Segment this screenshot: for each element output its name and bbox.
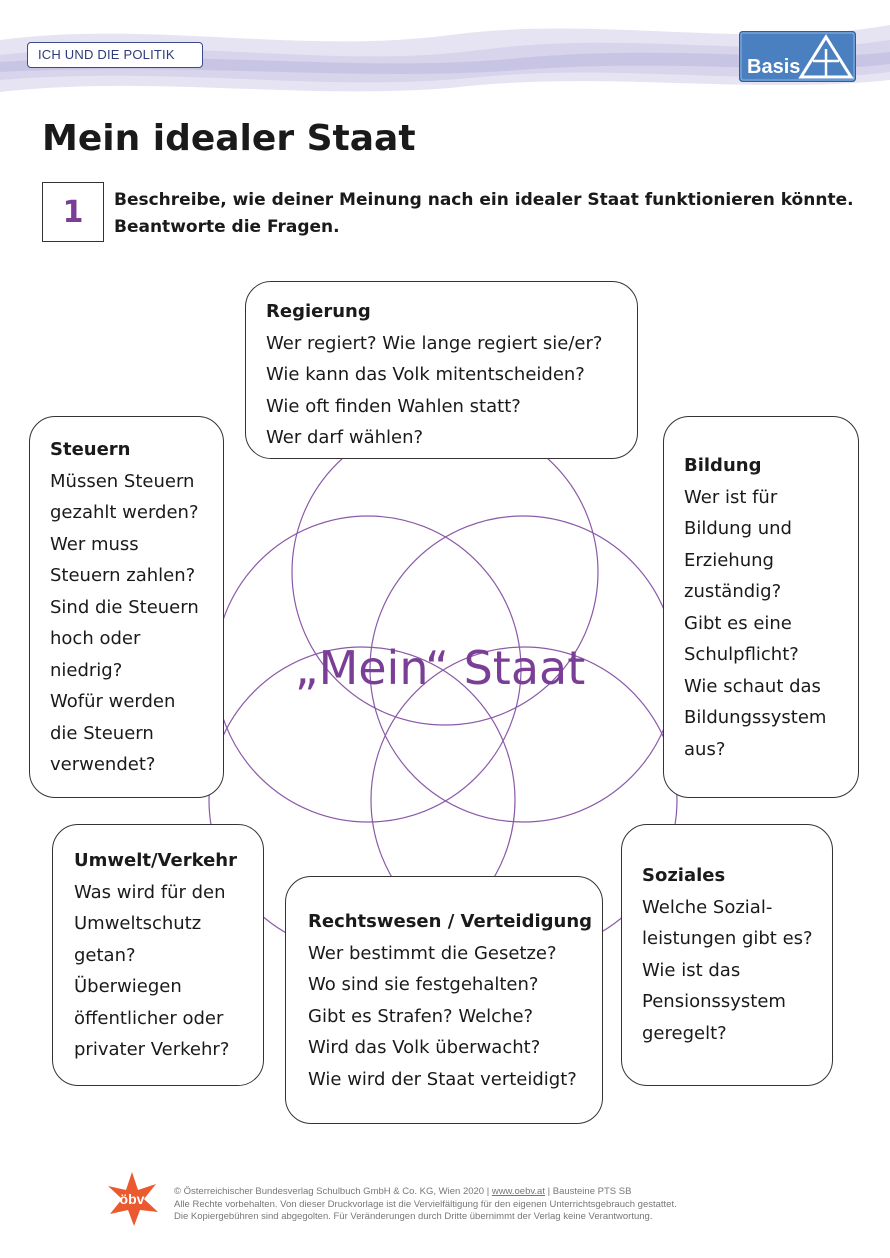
box-question: die Steuern bbox=[50, 722, 154, 744]
box-question: Wofür werden bbox=[50, 691, 176, 712]
footer-copyright-text: © Österreichischer Bundesverlag Schulbuc… bbox=[174, 1186, 492, 1197]
basis-logo: Basis bbox=[739, 31, 856, 82]
box-question: Wird das Volk überwacht? bbox=[308, 1037, 541, 1058]
box-soziales: Soziales Welche Sozial- leistungen gibt … bbox=[621, 824, 833, 1086]
box-question: zuständig? bbox=[684, 581, 782, 602]
box-question: Wie oft finden Wahlen statt? bbox=[266, 395, 521, 417]
box-question: Bildungssystem bbox=[684, 707, 827, 728]
box-question: Wer regiert? Wie lange regiert sie/er? bbox=[266, 332, 603, 354]
box-question: Was wird für den bbox=[74, 881, 226, 903]
box-question: Steuern zahlen? bbox=[50, 565, 196, 586]
box-question: gezahlt werden? bbox=[50, 502, 199, 523]
box-question: Schulpflicht? bbox=[684, 644, 799, 665]
box-regierung: Regierung Wer regiert? Wie lange regiert… bbox=[245, 281, 638, 459]
box-question: Wie wird der Staat verteidigt? bbox=[308, 1068, 577, 1090]
footer-line-2: Alle Rechte vorbehalten. Von dieser Druc… bbox=[174, 1198, 677, 1210]
task-line: Beantworte die Fragen. bbox=[114, 217, 340, 237]
footer-series-text: | Bausteine PTS SB bbox=[544, 1186, 632, 1197]
box-heading: Bildung bbox=[684, 455, 762, 476]
box-heading: Rechtswesen / Verteidigung bbox=[308, 911, 593, 932]
box-question: Umweltschutz bbox=[74, 913, 202, 934]
box-question: Wie kann das Volk mitentscheiden? bbox=[266, 364, 585, 385]
topic-label: ICH UND DIE POLITIK bbox=[27, 42, 203, 68]
footer-copyright: © Österreichischer Bundesverlag Schulbuc… bbox=[174, 1186, 874, 1224]
oebv-logo: öbv bbox=[108, 1172, 158, 1226]
box-steuern: Steuern Müssen Steuern gezahlt werden? W… bbox=[29, 416, 224, 798]
box-question: Wer darf wählen? bbox=[266, 427, 424, 448]
footer-line-1: © Österreichischer Bundesverlag Schulbuc… bbox=[174, 1186, 874, 1199]
box-question: geregelt? bbox=[642, 1022, 727, 1044]
box-question: Überwiegen bbox=[74, 976, 182, 997]
task-line: Beschreibe, wie deiner Meinung nach ein … bbox=[114, 190, 854, 210]
box-question: Wer bestimmt die Gesetze? bbox=[308, 942, 557, 964]
box-heading: Regierung bbox=[266, 301, 371, 322]
box-question: Welche Sozial- bbox=[642, 896, 773, 918]
task-instruction: Beschreibe, wie deiner Meinung nach ein … bbox=[114, 187, 854, 241]
box-question: hoch oder bbox=[50, 628, 141, 649]
box-question: getan? bbox=[74, 944, 136, 966]
box-question: Erziehung bbox=[684, 549, 774, 571]
footer-line-3: Die Kopiergebühren sind abgegolten. Für … bbox=[174, 1211, 653, 1222]
box-question: niedrig? bbox=[50, 659, 123, 681]
box-question: Wie ist das bbox=[642, 959, 741, 981]
box-bildung: Bildung Wer ist für Bildung und Erziehun… bbox=[663, 416, 859, 798]
task-number: 1 bbox=[42, 182, 104, 242]
box-question: Wer muss bbox=[50, 533, 139, 555]
box-question: Wo sind sie festgehalten? bbox=[308, 974, 539, 995]
box-question: Bildung und bbox=[684, 518, 792, 539]
box-heading: Soziales bbox=[642, 865, 726, 886]
box-question: Wie schaut das bbox=[684, 675, 821, 697]
box-question: aus? bbox=[684, 738, 726, 760]
box-rechtswesen-verteidigung: Rechtswesen / Verteidigung Wer bestimmt … bbox=[285, 876, 603, 1124]
box-question: Müssen Steuern bbox=[50, 470, 195, 492]
box-question: Gibt es Strafen? Welche? bbox=[308, 1005, 534, 1027]
box-question: Sind die Steuern bbox=[50, 596, 199, 618]
box-question: Pensionssystem bbox=[642, 991, 786, 1012]
footer-link[interactable]: www.oebv.at bbox=[491, 1186, 545, 1197]
oebv-logo-text: öbv bbox=[120, 1191, 145, 1207]
header-banner bbox=[0, 25, 890, 92]
box-heading: Steuern bbox=[50, 439, 131, 460]
box-question: öffentlicher oder bbox=[74, 1007, 224, 1029]
box-question: leistungen gibt es? bbox=[642, 928, 813, 949]
box-umwelt-verkehr: Umwelt/Verkehr Was wird für den Umweltsc… bbox=[52, 824, 264, 1086]
box-question: Gibt es eine bbox=[684, 612, 792, 634]
box-heading: Umwelt/Verkehr bbox=[74, 850, 237, 871]
basis-logo-text: Basis bbox=[747, 56, 800, 78]
page-title: Mein idealer Staat bbox=[42, 118, 416, 159]
box-question: Wer ist für bbox=[684, 486, 778, 508]
center-label: „Mein“ Staat bbox=[294, 641, 586, 695]
box-question: privater Verkehr? bbox=[74, 1039, 230, 1060]
box-question: verwendet? bbox=[50, 754, 156, 775]
